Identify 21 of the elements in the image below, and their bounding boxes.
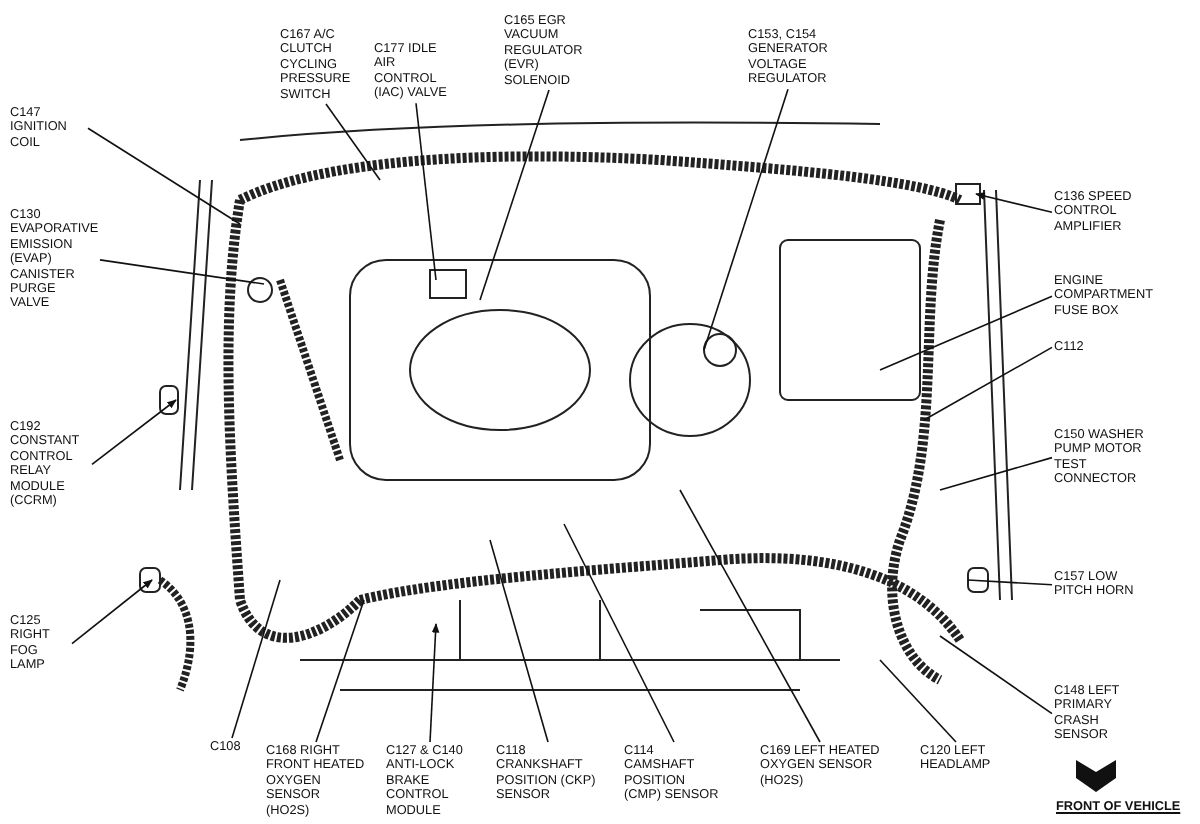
leader-line [71, 579, 153, 645]
leader-line [325, 103, 381, 181]
leader-line [879, 295, 1053, 371]
leader-line [563, 523, 675, 743]
leader-line [91, 399, 177, 466]
leader-line [315, 599, 365, 743]
leader-line [87, 127, 241, 225]
leader-line [975, 192, 1053, 213]
leader-line [429, 623, 440, 743]
leader-line [939, 456, 1053, 491]
leader-line [231, 579, 281, 739]
leader-line [939, 635, 1053, 715]
leader-line [489, 539, 549, 743]
leader-line [703, 88, 789, 351]
leader-line [923, 346, 1053, 421]
leader-line [967, 579, 1053, 586]
leader-line [879, 659, 957, 743]
leader-line [415, 102, 437, 281]
leader-line [679, 489, 821, 743]
leader-line [479, 89, 550, 301]
leader-line [99, 259, 265, 285]
